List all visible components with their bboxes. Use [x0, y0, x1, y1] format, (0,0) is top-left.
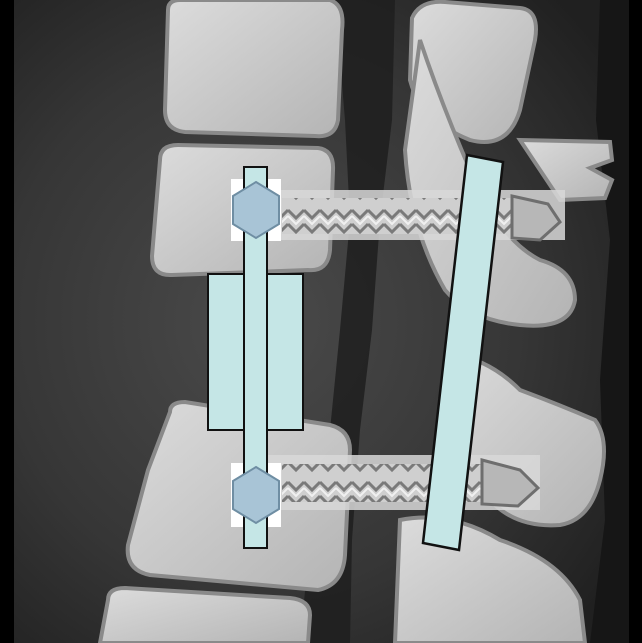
left-black-border: [0, 0, 14, 643]
vertebral-body-4: [100, 588, 310, 643]
right-black-border: [629, 0, 642, 643]
vertebral-body-1: [165, 0, 343, 136]
